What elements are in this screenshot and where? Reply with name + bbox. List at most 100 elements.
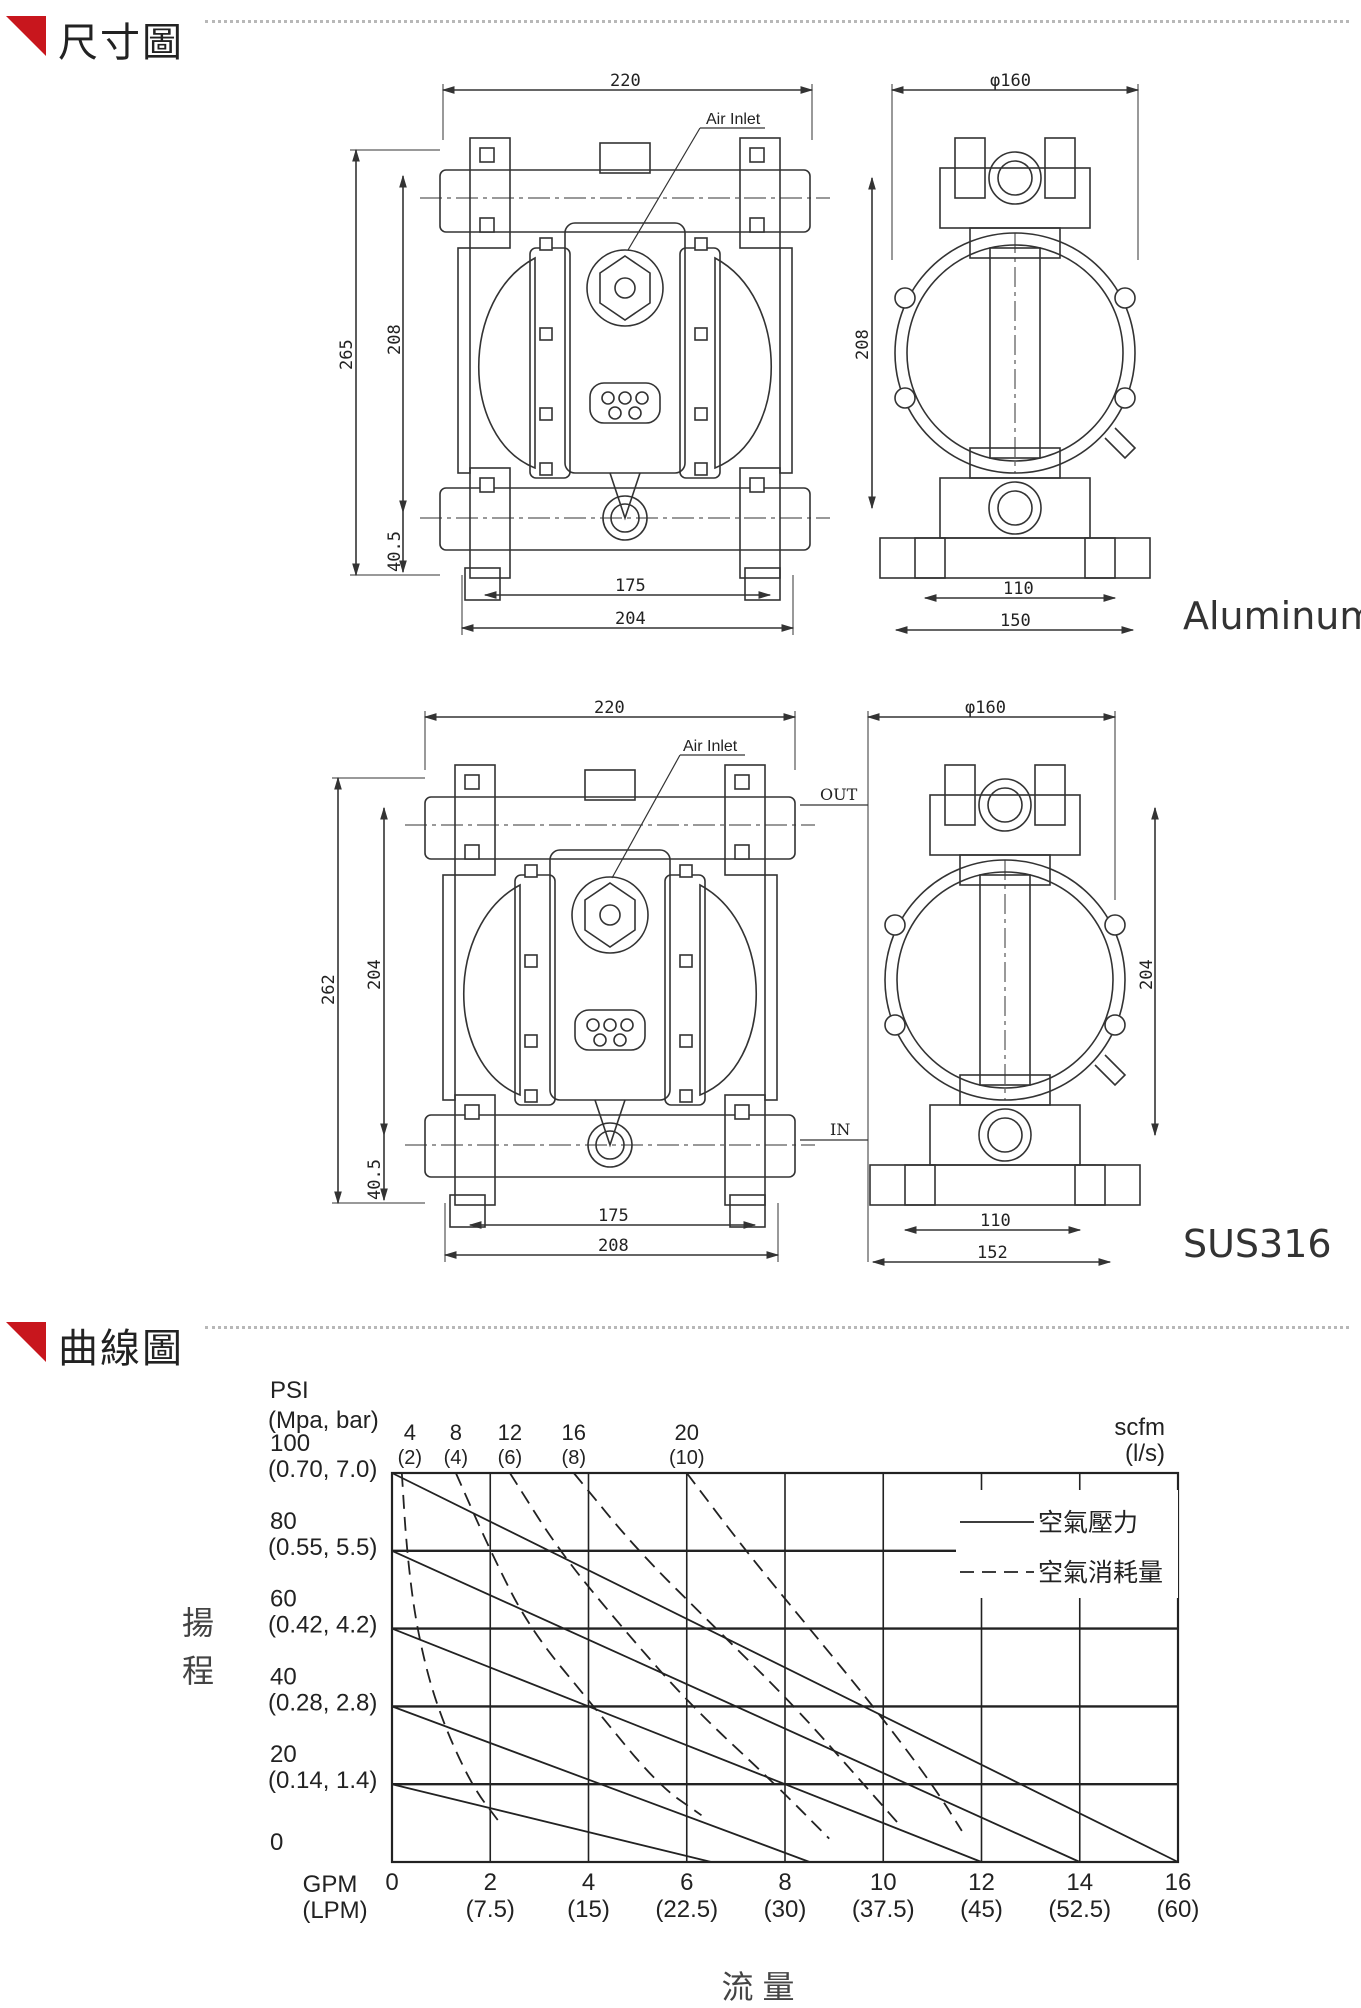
dim-side-ports-label: 208 xyxy=(853,329,873,360)
chart-labels: 020(0.14, 1.4)40(0.28, 2.8)60(0.42, 4.2)… xyxy=(182,1377,1199,2005)
legend-pressure-label: 空氣壓力 xyxy=(1038,1508,1138,1537)
x-tick-label: 12 xyxy=(968,1869,995,1896)
y-tick-sublabel: (0.28, 2.8) xyxy=(268,1689,377,1716)
y-tick-label: 20 xyxy=(270,1741,297,1768)
pressure-line xyxy=(391,1705,810,1863)
top-tick-sublabel: (6) xyxy=(498,1447,522,1469)
top-tick-label: 4 xyxy=(404,1420,416,1445)
x-unit-sublabel: (LPM) xyxy=(302,1897,367,1924)
y-tick-label: 80 xyxy=(270,1508,297,1535)
top-tick-sublabel: (8) xyxy=(562,1447,586,1469)
curve-section-header: 曲線圖 xyxy=(0,1312,1361,1372)
x-tick-sublabel: (37.5) xyxy=(852,1896,915,1923)
dim-base-label: 40.5 xyxy=(365,1159,385,1200)
y-axis-title: 揚 xyxy=(182,1605,214,1641)
top-tick-sublabel: (2) xyxy=(398,1447,422,1469)
dim-foot-inner-label: 175 xyxy=(615,576,646,596)
x-tick-sublabel: (52.5) xyxy=(1048,1896,1111,1923)
x-tick-label: 10 xyxy=(870,1869,897,1896)
dotted-divider xyxy=(205,1326,1349,1329)
top-unit-label: scfm xyxy=(1114,1414,1165,1441)
dimensions-section-header: 尺寸圖 xyxy=(0,6,1361,66)
dimension-drawings: 220 Air Inlet 265 208 40.5 175 204 φ160 … xyxy=(319,71,1159,1266)
x-axis-title: 流 量 xyxy=(722,1969,795,2005)
y-unit-label: PSI xyxy=(270,1377,309,1404)
sus316-side-view: φ160 204 110 152 xyxy=(866,698,1159,1266)
x-tick-sublabel: (7.5) xyxy=(466,1896,515,1923)
y-axis-title: 程 xyxy=(182,1653,214,1689)
x-tick-sublabel: (22.5) xyxy=(655,1896,718,1923)
dim-side-ports-label: 204 xyxy=(1137,959,1157,990)
dim-base-outer-label: 150 xyxy=(1000,611,1031,631)
x-tick-sublabel: (15) xyxy=(567,1896,610,1923)
dim-base-inner-label: 110 xyxy=(980,1211,1011,1231)
top-tick-sublabel: (10) xyxy=(669,1447,705,1469)
top-tick-label: 16 xyxy=(562,1420,586,1445)
dimensions-title: 尺寸圖 xyxy=(58,20,184,66)
y-tick-sublabel: (0.55, 5.5) xyxy=(268,1534,377,1561)
chart-grid xyxy=(390,1471,1180,1864)
dim-height-label: 265 xyxy=(337,339,357,370)
y-tick-label: 40 xyxy=(270,1663,297,1690)
x-unit-label: GPM xyxy=(303,1871,358,1898)
dim-foot-outer-label: 204 xyxy=(615,609,646,629)
legend-box xyxy=(956,1490,1178,1598)
legend-consumption-label: 空氣消耗量 xyxy=(1038,1558,1163,1587)
top-unit-sublabel: (l/s) xyxy=(1125,1440,1165,1467)
dim-diameter-label: φ160 xyxy=(965,698,1006,718)
pressure-line xyxy=(391,1549,1081,1863)
dim-width-label: 220 xyxy=(610,71,641,91)
pressure-line xyxy=(391,1472,1179,1863)
dim-base-label: 40.5 xyxy=(385,531,405,572)
air-consumption-line xyxy=(573,1472,899,1824)
air-inlet-label: Air Inlet xyxy=(683,738,738,755)
dim-ports-label: 208 xyxy=(385,324,405,355)
aluminum-side-view: φ160 208 110 150 xyxy=(853,71,1151,634)
sus316-front-view: 220 Air Inlet OUT IN 262 204 40.5 175 20… xyxy=(319,698,868,1262)
pressure-line xyxy=(391,1783,712,1863)
dim-base-inner-label: 110 xyxy=(1003,579,1034,599)
air-consumption-line xyxy=(509,1472,830,1840)
aluminum-front-view: 220 Air Inlet 265 208 40.5 175 204 xyxy=(337,71,831,635)
out-port-label: OUT xyxy=(820,785,858,804)
y-tick-sublabel: (0.42, 4.2) xyxy=(268,1612,377,1639)
dim-diameter-label: φ160 xyxy=(990,71,1031,91)
pressure-line xyxy=(391,1627,982,1863)
x-tick-label: 4 xyxy=(582,1869,595,1896)
x-tick-label: 16 xyxy=(1165,1869,1192,1896)
air-consumption-line xyxy=(455,1472,703,1817)
x-tick-sublabel: (60) xyxy=(1157,1896,1200,1923)
air-consumption-line xyxy=(400,1472,501,1824)
y-tick-label: 0 xyxy=(270,1829,283,1856)
dim-foot-outer-label: 208 xyxy=(598,1236,629,1256)
y-tick-sublabel: (0.70, 7.0) xyxy=(268,1456,377,1483)
x-tick-label: 0 xyxy=(385,1869,398,1896)
x-tick-sublabel: (30) xyxy=(764,1896,807,1923)
dim-foot-inner-label: 175 xyxy=(598,1206,629,1226)
x-tick-label: 14 xyxy=(1066,1869,1093,1896)
red-triangle-icon xyxy=(6,16,46,56)
red-triangle-icon xyxy=(6,1322,46,1362)
top-tick-label: 8 xyxy=(450,1420,462,1445)
y-tick-label: 100 xyxy=(270,1430,310,1457)
top-tick-label: 12 xyxy=(498,1420,522,1445)
y-tick-sublabel: (0.14, 1.4) xyxy=(268,1767,377,1794)
air-consumption-line xyxy=(686,1472,963,1832)
dim-base-outer-label: 152 xyxy=(977,1243,1008,1263)
dim-width-label: 220 xyxy=(594,698,625,718)
material-label-aluminum: Aluminum xyxy=(1183,594,1361,638)
chart-series xyxy=(391,1472,1179,1863)
x-tick-label: 6 xyxy=(680,1869,693,1896)
dim-height-label: 262 xyxy=(319,974,339,1005)
in-port-label: IN xyxy=(830,1120,850,1139)
curve-title: 曲線圖 xyxy=(58,1326,184,1372)
y-tick-label: 60 xyxy=(270,1586,297,1613)
dotted-divider xyxy=(205,20,1349,23)
y-unit-sublabel: (Mpa, bar) xyxy=(268,1407,379,1434)
plot-border xyxy=(390,1471,1180,1864)
x-tick-label: 2 xyxy=(484,1869,497,1896)
dim-ports-label: 204 xyxy=(365,959,385,990)
x-tick-sublabel: (45) xyxy=(960,1896,1003,1923)
air-inlet-label: Air Inlet xyxy=(706,111,761,128)
